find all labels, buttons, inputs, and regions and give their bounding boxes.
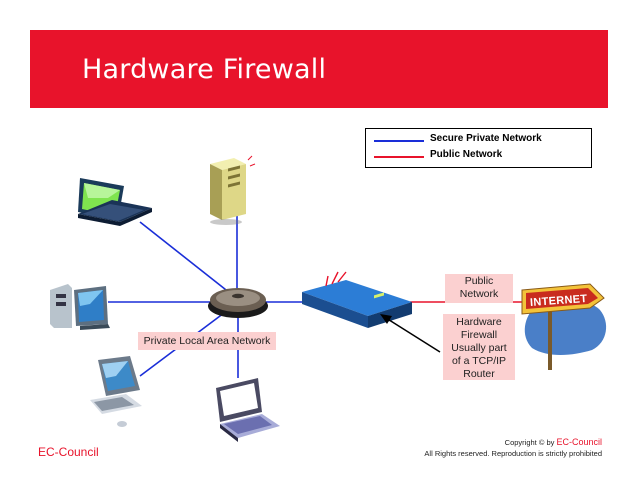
- internet-sign-label: INTERNET: [530, 293, 588, 309]
- server-tower-icon: [210, 155, 256, 225]
- desktop-computer-icon: [50, 284, 110, 330]
- secure-links: [108, 215, 314, 378]
- public-network-line2: Network: [459, 288, 499, 300]
- public-network-label: Public Network: [445, 274, 513, 303]
- copyright-prefix: Copyright © by: [504, 438, 555, 447]
- legend-public-label: Public Network: [430, 149, 503, 160]
- internet-sign-icon: INTERNET: [521, 283, 607, 370]
- firewall-label: Hardware Firewall Usually part of a TCP/…: [443, 314, 515, 380]
- router-firewall-icon: [302, 271, 412, 328]
- firewall-pointer-arrow: [380, 314, 441, 353]
- copyright-rights: All Rights reserved. Reproduction is str…: [424, 449, 602, 458]
- workstation-icon: [90, 356, 142, 427]
- legend-secure-label: Secure Private Network: [430, 133, 542, 144]
- copyright-brand: EC-Council: [556, 437, 602, 447]
- firewall-line2: Firewall: [460, 329, 498, 341]
- firewall-line3: Usually part: [451, 342, 507, 354]
- network-hub-icon: [208, 288, 268, 318]
- legend-secure-swatch: [374, 140, 424, 142]
- lan-label: Private Local Area Network: [138, 332, 276, 350]
- legend-secure: Secure Private Network: [366, 132, 591, 148]
- public-network-line1: Public: [464, 275, 494, 287]
- legend: Secure Private Network Public Network: [365, 128, 592, 168]
- slide-title: Hardware Firewall: [82, 54, 327, 85]
- link-laptop-hub: [139, 221, 236, 298]
- title-bar: [30, 30, 608, 108]
- firewall-line5: Router: [463, 368, 495, 380]
- legend-public: Public Network: [366, 148, 591, 164]
- laptop-icon: [78, 178, 152, 226]
- laptop-icon: [216, 378, 280, 442]
- footer-brand: EC-Council: [38, 445, 99, 459]
- footer-copyright: Copyright © by EC-Council All Rights res…: [424, 437, 602, 459]
- firewall-line4: of a TCP/IP: [451, 355, 507, 367]
- legend-public-swatch: [374, 156, 424, 158]
- firewall-line1: Hardware: [456, 316, 502, 328]
